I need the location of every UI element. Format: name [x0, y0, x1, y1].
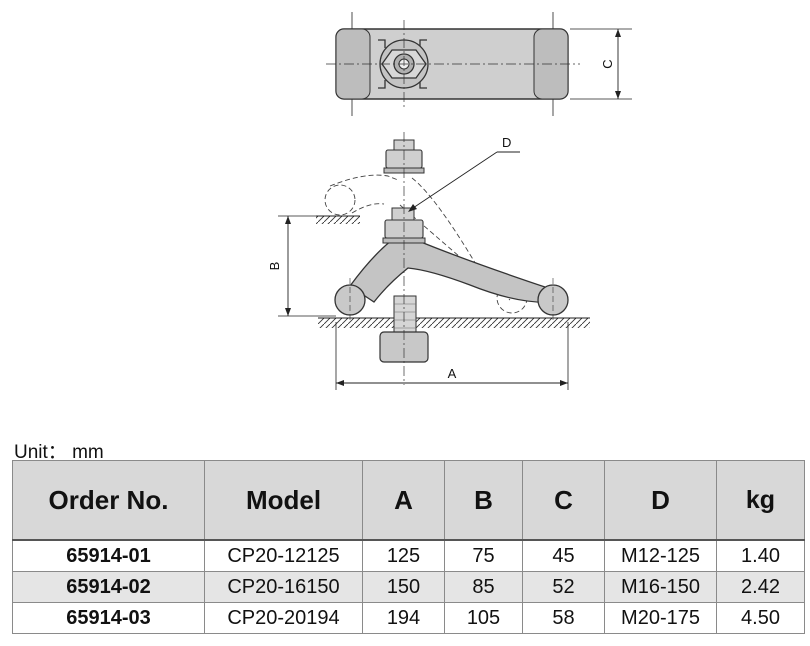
cell-model: CP20-16150	[204, 571, 363, 603]
side-view: D B A	[267, 132, 590, 390]
technical-drawing: C	[267, 12, 632, 390]
table-row: 65914-02 CP20-16150 150 85 52 M16-150 2.…	[12, 571, 805, 603]
table-header-row: Order No. Model A B C D kg	[12, 460, 805, 541]
cell-model: CP20-20194	[204, 602, 363, 634]
cell-d: M20-175	[604, 602, 717, 634]
cell-order-no: 65914-03	[12, 602, 205, 634]
cell-d: M12-125	[604, 539, 717, 572]
cell-kg: 2.42	[716, 571, 805, 603]
cell-d: M16-150	[604, 571, 717, 603]
dimension-label-a: A	[448, 366, 457, 381]
unit-label: Unit： mm	[14, 442, 104, 463]
dimension-label-c: C	[600, 59, 615, 68]
cell-order-no: 65914-02	[12, 571, 205, 603]
cell-c: 58	[522, 602, 605, 634]
header-d: D	[604, 460, 717, 541]
cell-kg: 4.50	[716, 602, 805, 634]
spec-table: Order No. Model A B C D kg 65914-01 CP20…	[12, 460, 805, 634]
cell-b: 85	[444, 571, 523, 603]
header-model: Model	[204, 460, 363, 541]
header-c: C	[522, 460, 605, 541]
header-a: A	[362, 460, 445, 541]
cell-order-no: 65914-01	[12, 539, 205, 572]
cell-c: 52	[522, 571, 605, 603]
cell-a: 194	[362, 602, 445, 634]
cell-a: 125	[362, 539, 445, 572]
cell-model: CP20-12125	[204, 539, 363, 572]
table-row: 65914-03 CP20-20194 194 105 58 M20-175 4…	[12, 602, 805, 634]
dimension-label-d: D	[502, 135, 511, 150]
top-view: C	[326, 12, 632, 116]
cell-c: 45	[522, 539, 605, 572]
cell-a: 150	[362, 571, 445, 603]
cell-b: 75	[444, 539, 523, 572]
header-order-no: Order No.	[12, 460, 205, 541]
cell-kg: 1.40	[716, 539, 805, 572]
cell-b: 105	[444, 602, 523, 634]
table-row: 65914-01 CP20-12125 125 75 45 M12-125 1.…	[12, 539, 805, 572]
header-kg: kg	[716, 460, 805, 541]
dimension-label-b: B	[267, 262, 282, 271]
header-b: B	[444, 460, 523, 541]
